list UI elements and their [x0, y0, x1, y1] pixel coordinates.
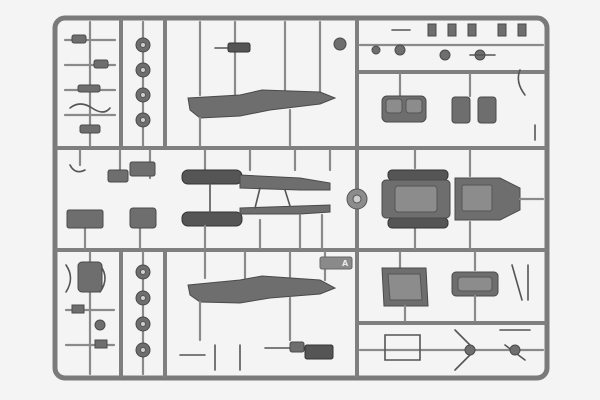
sprue-tag-label: A [342, 259, 349, 268]
sprue-tag-plate [319, 256, 353, 270]
hull-parts-lower-right [381, 250, 529, 323]
sprue-outer-frame [52, 15, 550, 381]
chassis-rail-lower [179, 250, 337, 371]
hull-floor [381, 148, 545, 250]
wheel-hubs-top [135, 20, 151, 148]
sprue-tag: A [319, 256, 353, 270]
small-parts-column-top-left [63, 20, 117, 148]
small-parts-top-right [358, 23, 545, 61]
wheel-hubs-bottom [135, 250, 151, 376]
chassis-frame-middle [181, 148, 368, 250]
small-parts-column-bottom-left [64, 250, 116, 376]
chassis-rail-upper [187, 20, 347, 148]
small-parts-middle-left [66, 148, 157, 250]
seats [381, 69, 536, 141]
small-parts-bottom-right [358, 329, 545, 371]
